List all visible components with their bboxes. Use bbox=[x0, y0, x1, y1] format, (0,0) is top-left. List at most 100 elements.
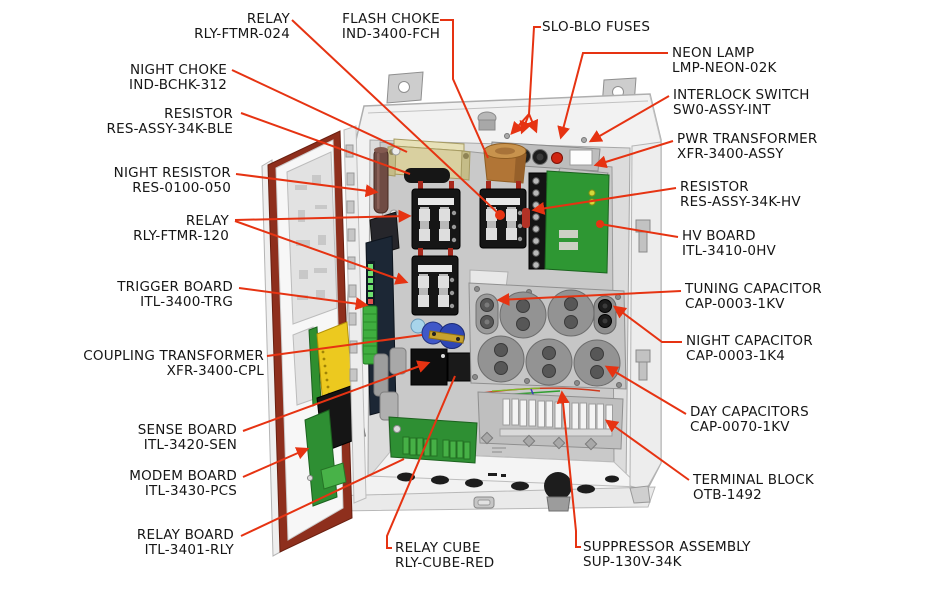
callout-sense-board: SENSE BOARD ITL-3420-SEN bbox=[138, 423, 237, 453]
day-capacitor-cans bbox=[477, 289, 621, 387]
leader-resistor-hv bbox=[531, 187, 677, 215]
leader-sense-board bbox=[242, 360, 431, 432]
component-name: COUPLING TRANSFORMER bbox=[83, 348, 264, 364]
component-name: RELAY bbox=[246, 11, 290, 27]
callout-resistor-ble: RESISTOR RES-ASSY-34K-BLE bbox=[107, 107, 233, 137]
part-number: XFR-3400-CPL bbox=[166, 363, 264, 379]
relay-cube-block bbox=[441, 352, 472, 382]
part-number: IND-BCHK-312 bbox=[129, 77, 227, 93]
component-name: RELAY bbox=[185, 213, 229, 229]
leader-trigger-board bbox=[238, 287, 369, 311]
leader-slo-blo-main bbox=[528, 26, 541, 115]
part-number: CAP-0003-1KV bbox=[685, 296, 785, 312]
component-name: NEON LAMP bbox=[672, 45, 755, 61]
callout-relay-ftmr-024: RELAY RLY-FTMR-024 bbox=[194, 12, 290, 42]
component-name: DAY CAPACITORS bbox=[690, 404, 809, 420]
part-number: ITL-3401-RLY bbox=[144, 542, 234, 558]
leader-relay-board bbox=[240, 458, 405, 537]
trigger-terminal-strip bbox=[362, 305, 378, 365]
part-number: ITL-3420-SEN bbox=[143, 437, 237, 453]
part-number: RLY-FTMR-024 bbox=[194, 26, 290, 42]
callout-day-capacitors: DAY CAPACITORS CAP-0070-1KV bbox=[690, 405, 809, 435]
leader-slo-blo-2 bbox=[519, 113, 532, 135]
part-number: RES-ASSY-34K-BLE bbox=[106, 121, 233, 137]
tuning-capacitor-can bbox=[475, 293, 499, 335]
leader-night-resistor bbox=[235, 173, 379, 198]
component-name: NIGHT RESISTOR bbox=[113, 165, 231, 181]
standoff-cylinders bbox=[373, 347, 407, 421]
component-name: FLASH CHOKE bbox=[342, 11, 440, 27]
leader-relay-ftmr-024 bbox=[291, 19, 501, 216]
leader-relay-cube bbox=[386, 375, 456, 549]
coupling-transformer-parts bbox=[410, 318, 465, 349]
terminal-block-row bbox=[477, 391, 624, 453]
part-number: XFR-3400-ASSY bbox=[677, 146, 784, 162]
top-clamp bbox=[477, 111, 497, 131]
part-number: RES-ASSY-34K-HV bbox=[680, 194, 801, 210]
part-number: IND-3400-FCH bbox=[341, 26, 441, 42]
part-number: CAP-0003-1K4 bbox=[686, 348, 786, 364]
callout-pwr-transformer: PWR TRANSFORMER XFR-3400-ASSY bbox=[677, 132, 817, 162]
neon-lamp-indicator bbox=[551, 152, 563, 164]
part-number: ITL-3400-TRG bbox=[140, 294, 233, 310]
component-name: RESISTOR bbox=[680, 179, 749, 195]
wall-latches bbox=[635, 219, 651, 381]
relay-module-3 bbox=[411, 248, 459, 316]
leader-relay-120-b bbox=[234, 220, 409, 285]
part-number: OTB-1492 bbox=[693, 487, 762, 503]
modem-connector bbox=[320, 462, 347, 490]
part-number: SW0-ASSY-INT bbox=[673, 102, 771, 118]
component-name: MODEM BOARD bbox=[129, 468, 237, 484]
leader-slo-blo-3 bbox=[526, 113, 539, 134]
leader-coupling-transformer bbox=[266, 334, 423, 357]
callout-interlock-switch: INTERLOCK SWITCH SW0-ASSY-INT bbox=[673, 88, 810, 118]
callout-hv-board: HV BOARD ITL-3410-0HV bbox=[682, 229, 776, 259]
leader-tuning-capacitor bbox=[496, 290, 682, 306]
leader-dot-hv-board bbox=[596, 220, 604, 228]
cable-gland bbox=[544, 472, 572, 512]
component-name: HV BOARD bbox=[682, 228, 756, 244]
leader-relay-120-a bbox=[234, 209, 412, 223]
silkscreen-logo bbox=[492, 447, 506, 453]
component-name: NIGHT CAPACITOR bbox=[686, 333, 813, 349]
trigger-led-column bbox=[366, 261, 375, 305]
leader-dot-relay bbox=[495, 210, 505, 220]
callout-suppressor-assembly: SUPPRESSOR ASSEMBLY SUP-130V-34K bbox=[583, 540, 751, 570]
leader-night-choke bbox=[231, 69, 408, 153]
part-number: CAP-0070-1KV bbox=[690, 419, 790, 435]
callout-tuning-capacitor: TUNING CAPACITOR CAP-0003-1KV bbox=[685, 282, 822, 312]
cabinet-foot bbox=[629, 485, 651, 504]
relay-module-1 bbox=[411, 181, 461, 250]
callout-relay-board: RELAY BOARD ITL-3401-RLY bbox=[137, 528, 234, 558]
component-name: SUPPRESSOR ASSEMBLY bbox=[583, 539, 751, 555]
leader-resistor-ble bbox=[240, 112, 411, 175]
part-number: ITL-3430-PCS bbox=[144, 483, 237, 499]
callout-flash-choke: FLASH CHOKE IND-3400-FCH bbox=[339, 12, 443, 42]
leader-terminal-block bbox=[604, 419, 690, 481]
part-number: RLY-CUBE-RED bbox=[395, 555, 495, 571]
callout-slo-blo-fuses: SLO-BLO FUSES bbox=[542, 20, 650, 35]
part-number: LMP-NEON-02K bbox=[672, 60, 777, 76]
part-number: ITL-3410-0HV bbox=[682, 243, 776, 259]
component-name: TRIGGER BOARD bbox=[117, 279, 233, 295]
part-number: SUP-130V-34K bbox=[583, 554, 682, 570]
modem-board-pcb bbox=[304, 409, 347, 507]
callout-terminal-block: TERMINAL BLOCK OTB-1492 bbox=[693, 473, 814, 503]
callout-neon-lamp: NEON LAMP LMP-NEON-02K bbox=[672, 46, 777, 76]
hv-resistor-small bbox=[522, 208, 530, 228]
component-name: NIGHT CHOKE bbox=[129, 62, 227, 78]
leader-neon-lamp bbox=[557, 52, 668, 140]
component-name: RESISTOR bbox=[164, 106, 233, 122]
leader-hv-board bbox=[599, 223, 679, 238]
component-name: PWR TRANSFORMER bbox=[677, 131, 818, 147]
callout-modem-board: MODEM BOARD ITL-3430-PCS bbox=[129, 469, 237, 499]
callout-relay-cube: RELAY CUBE RLY-CUBE-RED bbox=[395, 541, 494, 571]
callout-night-capacitor: NIGHT CAPACITOR CAP-0003-1K4 bbox=[686, 334, 813, 364]
capacitor-bank bbox=[468, 269, 627, 390]
hv-board-pcb bbox=[544, 170, 610, 274]
leader-modem-board bbox=[242, 447, 310, 478]
leader-night-capacitor bbox=[612, 305, 682, 343]
part-number: RES-0100-050 bbox=[132, 180, 231, 196]
callout-coupling-transformer: COUPLING TRANSFORMER XFR-3400-CPL bbox=[83, 349, 264, 379]
